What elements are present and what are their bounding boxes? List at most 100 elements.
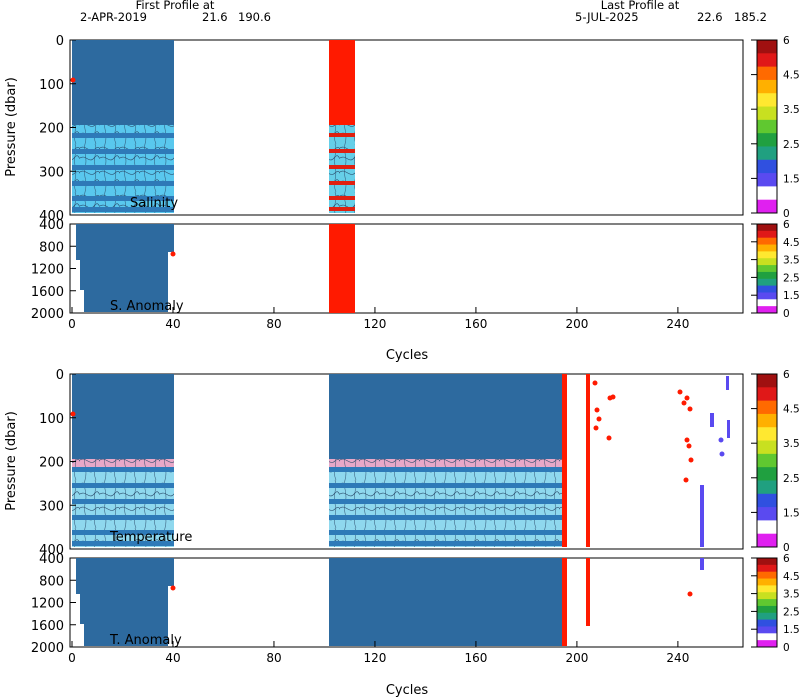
y-tick-label: 100 <box>39 412 64 427</box>
x-tick-label: 80 <box>266 651 281 665</box>
y-tick-label: 200 <box>39 456 64 471</box>
y-tick-label: 0 <box>56 34 64 49</box>
colorbar-segment <box>757 413 777 428</box>
x-tick-label: 40 <box>165 651 180 665</box>
colorbar-segment <box>757 440 777 455</box>
temperature-ylabel: Pressure (dbar) <box>4 411 19 511</box>
y-tick-label: 2000 <box>31 307 64 322</box>
colorbar-tick-label: 1.5 <box>783 507 800 519</box>
colorbar-tick-label: 6 <box>783 219 790 231</box>
colorbar-segment <box>757 605 777 614</box>
colorbar-segment <box>757 564 777 573</box>
temperature-anomaly-block-mid <box>329 558 564 646</box>
y-tick-label: 400 <box>39 218 64 233</box>
y-tick-label: 1600 <box>31 285 64 300</box>
colorbar-segment <box>757 106 777 121</box>
temperature-red-points <box>70 380 694 483</box>
y-tick-label: 400 <box>39 209 64 224</box>
salinity-outlier-point <box>70 77 76 83</box>
colorbar-tick-label: 0 <box>783 208 790 220</box>
colorbar-tick-label: 6 <box>783 553 790 565</box>
colorbar-segment <box>757 119 777 134</box>
x-tick-label: 80 <box>266 317 281 331</box>
colorbar-segment <box>757 571 777 580</box>
colorbar-segment <box>757 619 777 627</box>
colorbar-segment <box>757 453 777 468</box>
y-tick-label: 1600 <box>31 619 64 634</box>
colorbar-segment <box>757 237 777 246</box>
y-tick-label: 800 <box>39 240 64 255</box>
last-profile-lat: 22.6 <box>697 10 723 24</box>
colorbar-segment <box>757 230 777 239</box>
temperature-xlabel: Cycles <box>386 683 429 698</box>
colorbar-segment <box>757 599 777 607</box>
temperature-stripes <box>72 467 564 546</box>
y-tick-label: 2000 <box>31 641 64 656</box>
y-tick-label: 200 <box>39 122 64 137</box>
first-profile-date: 2-APR-2019 <box>80 10 147 24</box>
salinity-anomaly-frame <box>69 223 744 314</box>
salinity-xlabel: Cycles <box>386 348 429 363</box>
temperature-anomaly-blue-mark <box>700 558 704 570</box>
colorbar-segment <box>757 592 777 600</box>
temperature-anomaly-colorbar: 64.53.52.51.50 <box>751 553 800 654</box>
temperature-anomaly-red-band-b <box>586 558 590 626</box>
x-tick-label: 0 <box>68 651 76 665</box>
colorbar-tick-label: 6 <box>783 35 790 47</box>
salinity-title: Salinity <box>130 196 178 211</box>
colorbar-tick-label: 0 <box>783 308 790 320</box>
colorbar-tick-label: 3.5 <box>783 438 800 450</box>
colorbar-tick-label: 4.5 <box>783 404 800 416</box>
salinity-plot: Salinity <box>69 39 744 216</box>
colorbar-tick-label: 4.5 <box>783 70 800 82</box>
colorbar-segment <box>757 186 777 201</box>
colorbar-tick-label: 3.5 <box>783 255 800 267</box>
salinity-block-early-upper <box>72 40 174 125</box>
y-tick-label: 300 <box>39 499 64 514</box>
temperature-anomaly-block-early <box>76 558 174 646</box>
colorbar-frame <box>756 39 778 214</box>
colorbar-tick-label: 2.5 <box>783 606 800 618</box>
colorbar-segment <box>757 533 777 548</box>
temperature-plot: Temperature <box>69 373 744 550</box>
colorbar-segment <box>757 612 777 621</box>
y-tick-label: 300 <box>39 165 64 180</box>
colorbar-segment <box>757 585 777 593</box>
x-tick-label: 40 <box>165 317 180 331</box>
x-tick-label: 200 <box>565 317 588 331</box>
colorbar-segment <box>757 306 777 314</box>
x-tick-label: 120 <box>363 317 386 331</box>
x-tick-label: 200 <box>565 651 588 665</box>
colorbar-tick-label: 3.5 <box>783 589 800 601</box>
colorbar-segment <box>757 374 777 388</box>
colorbar-segment <box>757 285 777 293</box>
colorbar-segment <box>757 387 777 402</box>
colorbar-tick-label: 4.5 <box>783 571 800 583</box>
y-tick-label: 800 <box>39 574 64 589</box>
salinity-stripes <box>72 133 355 212</box>
y-tick-label: 0 <box>56 368 64 383</box>
last-profile-lon: 185.2 <box>734 10 767 24</box>
colorbar-tick-label: 2.5 <box>783 139 800 151</box>
x-tick-label: 240 <box>666 317 689 331</box>
colorbar-segment <box>757 633 777 641</box>
colorbar-segment <box>757 578 777 586</box>
salinity-colorbar: 64.53.52.51.50 <box>751 35 800 220</box>
colorbar-segment <box>757 251 777 259</box>
colorbar-segment <box>757 278 777 287</box>
salinity-anomaly-plot: S. Anomaly <box>69 223 744 314</box>
x-tick-label: 0 <box>68 317 76 331</box>
colorbar-segment <box>757 244 777 252</box>
colorbar-tick-label: 2.5 <box>783 473 800 485</box>
colorbar-tick-label: 1.5 <box>783 173 800 185</box>
colorbar-segment <box>757 640 777 648</box>
header: First Profile at 2-APR-2019 21.6 190.6 L… <box>80 0 767 24</box>
temperature-block-mid-upper <box>329 374 564 459</box>
colorbar-tick-label: 6 <box>783 369 790 381</box>
temperature-anomaly-title: T. Anomaly <box>109 633 182 648</box>
temperature-red-band-a <box>562 374 567 547</box>
y-tick-label: 400 <box>39 552 64 567</box>
